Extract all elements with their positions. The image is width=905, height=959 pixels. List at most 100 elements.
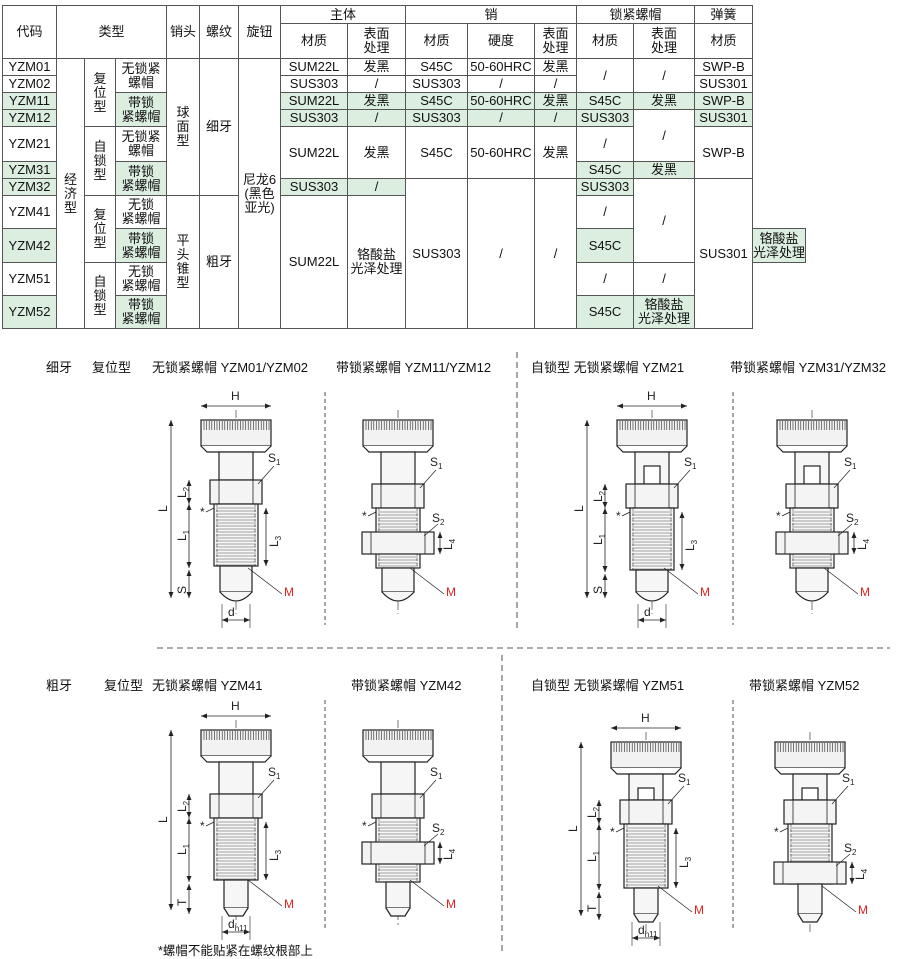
dim-M: M — [284, 585, 294, 599]
dimension-arrow — [186, 562, 192, 568]
spring-material: SWP-B — [694, 92, 753, 110]
leader-line — [257, 779, 275, 799]
pin-surface: 发黑 — [534, 92, 577, 110]
lock-nut — [773, 861, 847, 885]
pin-tip — [381, 591, 415, 602]
dimension-arrow — [186, 480, 192, 486]
leader-line — [663, 567, 699, 595]
dim-S: S — [591, 586, 605, 594]
asterisk: * — [776, 509, 781, 523]
code-yzm12: YZM12 — [2, 109, 57, 127]
dim-S2: S2 — [846, 511, 859, 527]
dim-L2: L2 — [591, 490, 607, 502]
caption-yzm31: 带锁紧螺帽 YZM31/YZM32 — [730, 360, 887, 375]
dimension-arrow — [244, 929, 250, 935]
dim-L2: L2 — [585, 806, 601, 818]
dim-T: T — [175, 898, 189, 906]
dimension-arrow — [201, 403, 207, 409]
lock-slot — [801, 787, 819, 801]
pin-surface: / — [534, 178, 577, 329]
body-material: SUM22L — [280, 92, 348, 110]
hdr-body-surface: 表面 处理 — [347, 23, 406, 59]
body-nut — [371, 793, 425, 819]
leader-line — [821, 885, 857, 913]
leader-line — [257, 465, 275, 485]
hdr-body: 主体 — [280, 5, 406, 24]
asterisk: * — [200, 505, 205, 519]
leader-line — [247, 879, 283, 907]
thread-coarse: 粗牙 — [199, 195, 239, 329]
leader-line — [367, 511, 377, 517]
dim-M: M — [694, 903, 704, 917]
shaft — [218, 451, 254, 481]
dimension-arrow — [186, 908, 192, 914]
caption-fine: 细牙 — [46, 360, 73, 375]
body-nut — [209, 479, 263, 505]
caption-yzm01: 无锁紧螺帽 YZM01/YZM02 — [152, 360, 309, 375]
nut-surface: 发黑 — [633, 92, 695, 110]
knob-head — [776, 419, 848, 447]
dim-S1: S1 — [842, 771, 855, 787]
pin-tip — [635, 591, 669, 602]
code-yzm52: YZM52 — [2, 295, 57, 329]
dimension-arrow — [679, 564, 685, 570]
nut-material: / — [576, 262, 634, 296]
nut-material: SUS303 — [576, 178, 634, 196]
dimension-arrow — [186, 812, 192, 818]
pin-tip — [219, 591, 253, 602]
nut-material: S45C — [576, 295, 634, 329]
dimension-arrow — [168, 730, 174, 736]
lock-slot — [643, 465, 661, 485]
leader-line — [831, 785, 849, 805]
spec-table: 代码 类型 销头 螺纹 旋钮 主体 销 锁紧螺帽 弹簧 材质 表面 处理 材质 … — [2, 5, 807, 329]
type-reset-fine: 复 位 型 — [84, 58, 116, 127]
shaft — [380, 451, 416, 485]
knob-base — [774, 767, 846, 775]
dimension-arrow — [265, 713, 271, 719]
head-ball: 球 面 型 — [166, 58, 200, 196]
caption-yzm42: 带锁紧螺帽 YZM42 — [351, 678, 462, 693]
dimension-arrow — [596, 892, 602, 898]
lock-slot — [637, 787, 655, 801]
spring-material: SWP-B — [694, 58, 753, 76]
asterisk: * — [200, 819, 205, 833]
dim-S2: S2 — [432, 821, 445, 837]
caption-yzm52: 带锁紧螺帽 YZM52 — [749, 678, 860, 693]
dimension-arrow — [186, 876, 192, 882]
dim-L: L — [566, 825, 580, 832]
with-nut-4: 带锁 紧螺帽 — [115, 295, 167, 329]
asterisk: * — [362, 509, 367, 523]
dimension-arrow — [602, 508, 608, 514]
pin-material: S45C — [405, 126, 468, 179]
knob-base — [362, 445, 434, 453]
leader-line — [419, 779, 437, 799]
spring-material: SWP-B — [694, 126, 753, 179]
body-material: SUM22L — [280, 58, 348, 76]
dim-L3: L3 — [677, 856, 693, 868]
dim-S2: S2 — [432, 511, 445, 527]
leader-line — [419, 469, 437, 489]
dim-M: M — [860, 585, 870, 599]
dimension-arrow — [638, 617, 644, 623]
leader-line — [833, 469, 851, 489]
dimension-arrow — [596, 818, 602, 824]
dimension-arrow — [675, 725, 681, 731]
dim-S1: S1 — [678, 771, 691, 787]
dim-d: d — [228, 605, 235, 619]
leader-line — [781, 511, 791, 517]
leader-line — [837, 523, 853, 537]
dim-H: H — [647, 389, 656, 403]
nut-surface: 铬酸盐 光泽处理 — [751, 228, 807, 263]
dim-L: L — [156, 505, 170, 512]
leader-line — [409, 567, 445, 595]
dimension-arrow — [186, 592, 192, 598]
pin-material: SUS303 — [405, 109, 468, 127]
leader-line — [367, 821, 377, 827]
body-material: SUM22L — [280, 195, 348, 329]
dimension-arrow — [602, 502, 608, 508]
caption-yzm11: 带锁紧螺帽 YZM11/YZM12 — [336, 360, 492, 375]
dimension-arrow — [851, 532, 857, 538]
dimension-arrow — [673, 828, 679, 834]
dimension-arrow — [244, 617, 250, 623]
